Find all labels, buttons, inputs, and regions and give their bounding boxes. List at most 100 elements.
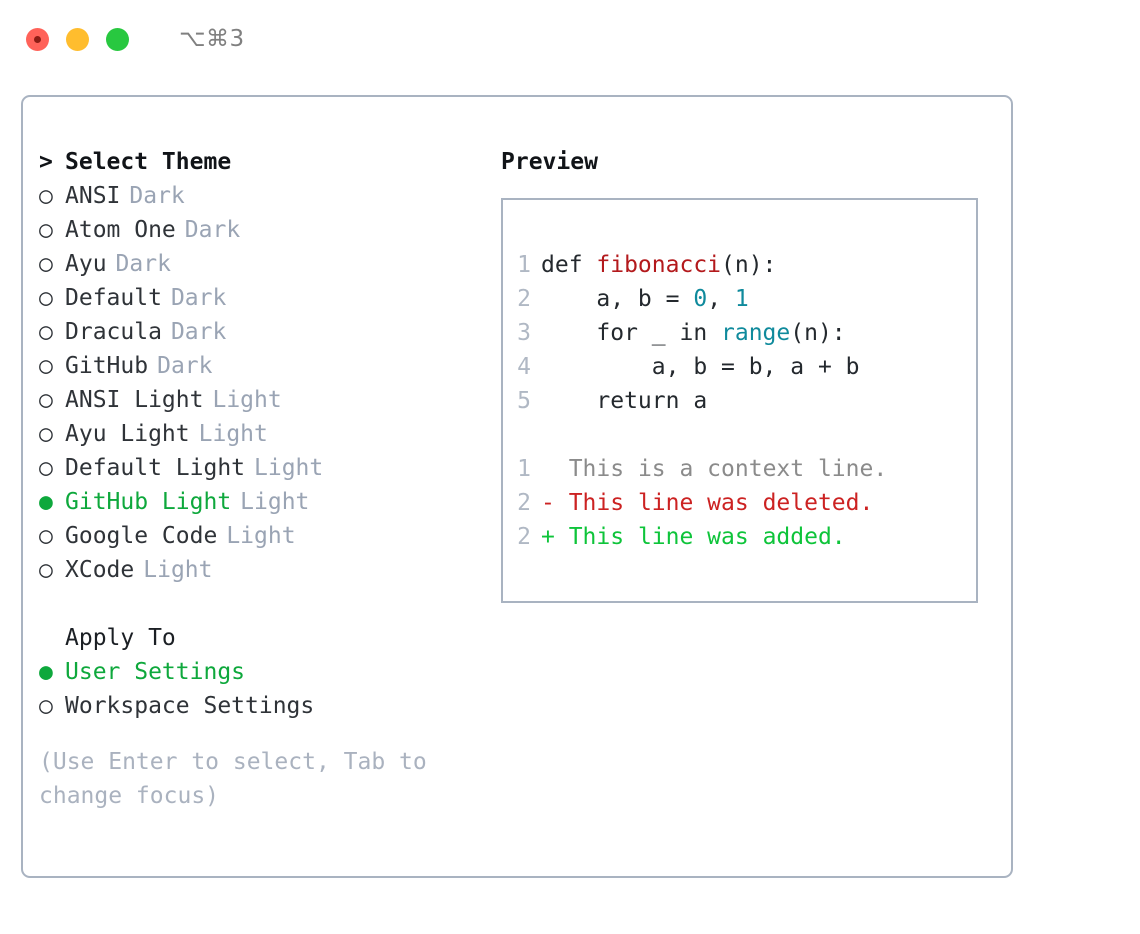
theme-variant-badge: Light	[198, 421, 268, 447]
theme-variant-badge: Dark	[170, 285, 227, 311]
theme-name: Ayu	[65, 251, 107, 277]
theme-variant-badge: Dark	[157, 353, 213, 379]
diff-marker: -	[541, 490, 555, 516]
code-line: 5 return a	[503, 384, 976, 418]
code-text: def fibonacci(n):	[541, 248, 776, 282]
line-number: 5	[517, 388, 531, 414]
theme-name: Dracula	[65, 319, 162, 345]
keyboard-hint-text: (Use Enter to select, Tab to change focu…	[39, 749, 441, 809]
diff-line: 2- This line was deleted.	[503, 486, 976, 520]
theme-variant-badge: Light	[254, 455, 324, 481]
theme-name: ANSI Light	[65, 387, 204, 413]
radio-unselected-icon: ○	[39, 183, 53, 209]
diff-marker: +	[541, 524, 555, 550]
apply-to-options: ● User Settings ○ Workspace Settings	[39, 655, 469, 723]
radio-unselected-icon: ○	[39, 421, 53, 447]
radio-selected-icon: ●	[39, 659, 53, 685]
theme-name: Default	[65, 285, 162, 311]
code-text: return a	[541, 384, 707, 418]
apply-to-option[interactable]: ● User Settings	[39, 655, 469, 689]
code-token-plain: a, b =	[541, 286, 694, 312]
radio-unselected-icon: ○	[39, 387, 53, 413]
line-number: 3	[517, 320, 531, 346]
theme-name: GitHub Light	[65, 489, 232, 515]
keyboard-shortcut-label: ⌥⌘3	[179, 26, 245, 52]
theme-name: Default Light	[65, 455, 246, 481]
line-number: 1	[517, 456, 531, 482]
theme-name: Google Code	[65, 523, 218, 549]
close-button[interactable]	[26, 27, 49, 51]
code-line: 2 a, b = 0, 1	[503, 282, 976, 316]
diff-line: 2+ This line was added.	[503, 520, 976, 554]
code-text: for _ in range(n):	[541, 316, 846, 350]
theme-list-item[interactable]: ○ ANSI Light Light	[39, 383, 469, 417]
radio-unselected-icon: ○	[39, 217, 53, 243]
line-number: 2	[517, 524, 531, 550]
code-token-plain: def	[541, 252, 597, 278]
theme-variant-badge: Light	[240, 489, 310, 515]
apply-to-option[interactable]: ○ Workspace Settings	[39, 689, 469, 723]
page-title: Select Theme	[65, 149, 232, 175]
theme-list-item[interactable]: ○ Google Code Light	[39, 519, 469, 553]
line-number: 4	[517, 354, 531, 380]
line-number: 2	[517, 286, 531, 312]
theme-variant-badge: Dark	[115, 251, 171, 277]
titlebar: ⌥⌘3	[0, 0, 1140, 78]
theme-name: GitHub	[65, 353, 149, 379]
theme-list-item[interactable]: ○ Default Dark	[39, 281, 469, 315]
radio-unselected-icon: ○	[39, 353, 53, 379]
theme-name: Atom One	[65, 217, 176, 243]
theme-variant-badge: Light	[226, 523, 296, 549]
code-token-num: 1	[734, 286, 749, 312]
diff-marker	[541, 452, 555, 486]
code-text: a, b = 0, 1	[541, 282, 749, 316]
apply-to-heading: Apply To	[39, 621, 469, 655]
code-token-plain: (n):	[790, 320, 846, 346]
theme-list-item[interactable]: ○ Default Light Light	[39, 451, 469, 485]
theme-list-item[interactable]: ○ GitHub Dark	[39, 349, 469, 383]
theme-list-item[interactable]: ○ Ayu Dark	[39, 247, 469, 281]
theme-list-item[interactable]: ○ Ayu Light Light	[39, 417, 469, 451]
list-spacer	[39, 587, 469, 621]
code-token-plain: (n):	[721, 252, 777, 278]
radio-unselected-icon: ○	[39, 523, 53, 549]
code-line: 3 for _ in range(n):	[503, 316, 976, 350]
apply-to-option-label: User Settings	[65, 659, 246, 685]
radio-unselected-icon: ○	[39, 251, 53, 277]
select-theme-heading: > Select Theme	[39, 145, 469, 179]
theme-variant-badge: Light	[212, 387, 282, 413]
minimize-button[interactable]	[66, 27, 89, 51]
code-token-plain: a, b = b, a + b	[541, 354, 860, 380]
zoom-button[interactable]	[106, 27, 129, 51]
caret-icon: >	[39, 149, 53, 175]
code-line: 4 a, b = b, a + b	[503, 350, 976, 384]
theme-name: Ayu Light	[65, 421, 190, 447]
radio-unselected-icon: ○	[39, 455, 53, 481]
theme-variant-badge: Light	[143, 557, 213, 583]
theme-name: ANSI	[65, 183, 121, 209]
theme-name: XCode	[65, 557, 135, 583]
radio-unselected-icon: ○	[39, 693, 53, 719]
preview-title: Preview	[501, 149, 598, 175]
code-token-call: range	[721, 320, 791, 346]
apply-to-label: Apply To	[65, 625, 176, 651]
apply-to-option-label: Workspace Settings	[65, 693, 315, 719]
code-token-plain: return a	[541, 388, 708, 414]
code-token-plain: for _ in	[541, 320, 722, 346]
line-number: 2	[517, 490, 531, 516]
radio-unselected-icon: ○	[39, 285, 53, 311]
